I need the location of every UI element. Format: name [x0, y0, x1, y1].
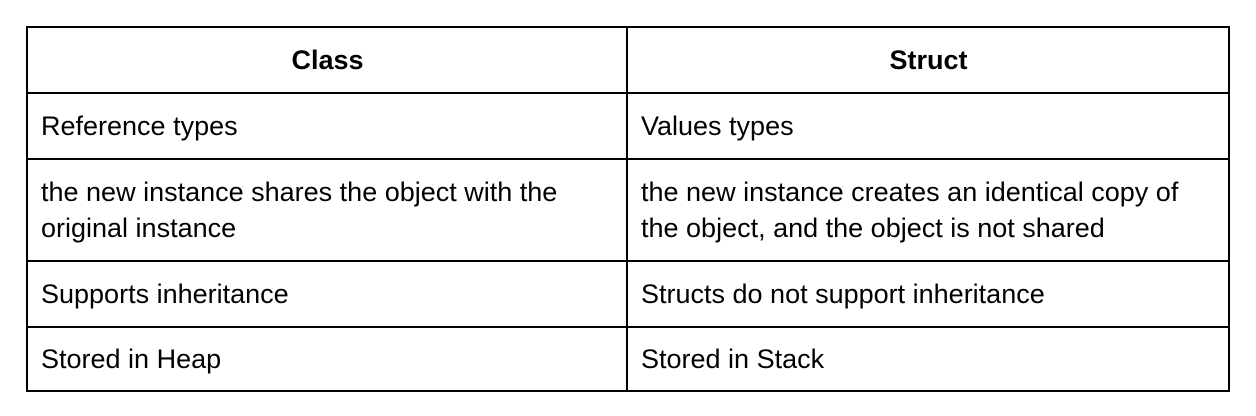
table-cell: the new instance shares the object with …: [26, 158, 628, 262]
table-cell: Values types: [626, 92, 1230, 160]
table-cell: Supports inheritance: [26, 260, 628, 328]
comparison-table: Class Struct Reference types Values type…: [26, 26, 1230, 392]
table-row: Supports inheritance Structs do not supp…: [26, 260, 1230, 328]
table-cell: the new instance creates an identical co…: [626, 158, 1230, 262]
table-cell: Reference types: [26, 92, 628, 160]
header-struct: Struct: [626, 26, 1230, 94]
header-row: Class Struct: [26, 26, 1230, 94]
table-row: Stored in Heap Stored in Stack: [26, 326, 1230, 392]
table-cell: Structs do not support inheritance: [626, 260, 1230, 328]
header-class: Class: [26, 26, 628, 94]
table-row: the new instance shares the object with …: [26, 158, 1230, 262]
table-cell: Stored in Stack: [626, 326, 1230, 392]
table-cell: Stored in Heap: [26, 326, 628, 392]
table-row: Reference types Values types: [26, 92, 1230, 160]
